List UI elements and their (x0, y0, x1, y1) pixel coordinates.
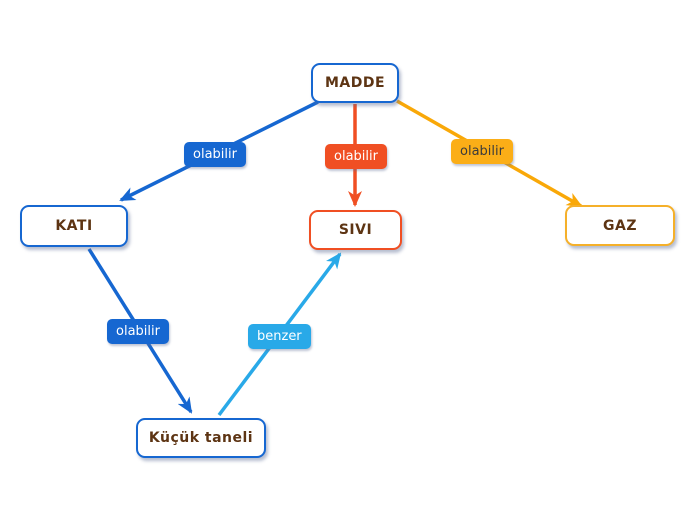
edge-label-madde-sivi[interactable]: olabilir (325, 144, 387, 169)
edge-label-kati-kucuk-taneli[interactable]: olabilir (107, 319, 169, 344)
node-sivi[interactable]: SIVI (309, 210, 402, 250)
node-gaz[interactable]: GAZ (565, 205, 675, 246)
node-kati[interactable]: KATI (20, 205, 128, 247)
edge-label-madde-kati[interactable]: olabilir (184, 142, 246, 167)
edge-label-madde-gaz[interactable]: olabilir (451, 139, 513, 164)
node-kucuk-taneli[interactable]: Küçük taneli (136, 418, 266, 458)
node-madde[interactable]: MADDE (311, 63, 399, 103)
edge-label-kucuk-taneli-sivi[interactable]: benzer (248, 324, 311, 349)
